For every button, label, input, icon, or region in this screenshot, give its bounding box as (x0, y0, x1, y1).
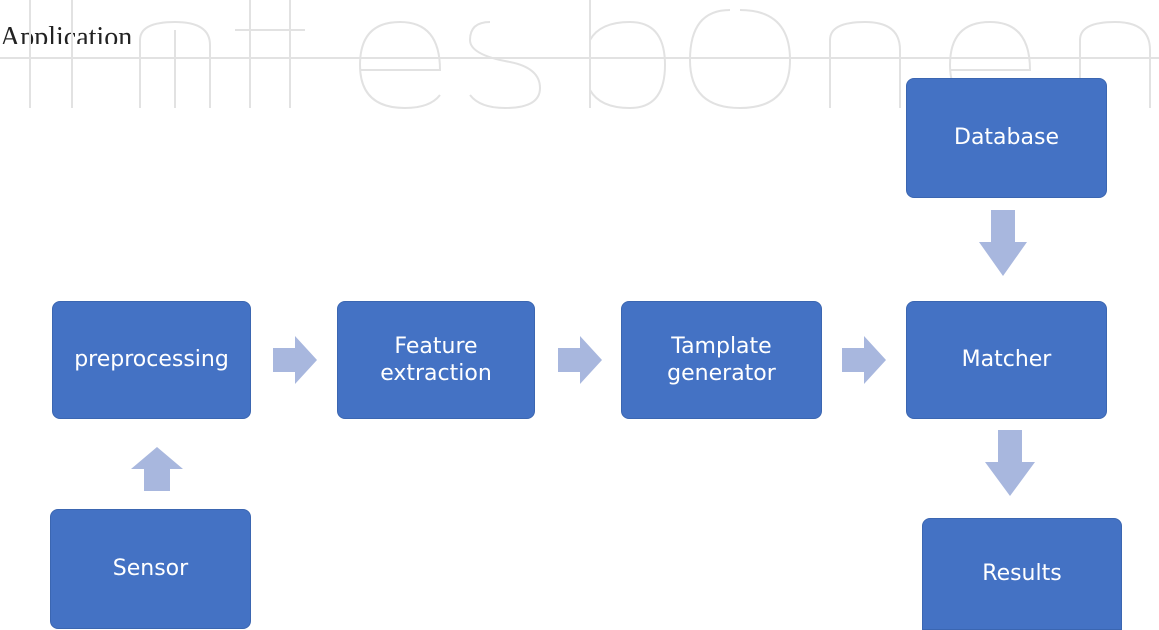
arrow-down-icon (979, 210, 1027, 276)
arrow-up-icon (131, 447, 183, 491)
arrow-down-icon (985, 430, 1035, 496)
results-label: Results (982, 561, 1062, 587)
feature-extraction-block: Feature extraction (337, 301, 535, 419)
arrow-right-icon (558, 336, 602, 384)
database-block: Database (906, 78, 1107, 198)
header-text-label: Application (0, 22, 133, 44)
template-generator-block: Tamplate generator (621, 301, 822, 419)
matcher-block: Matcher (906, 301, 1107, 419)
results-block: Results (922, 518, 1122, 630)
sensor-label: Sensor (112, 556, 189, 582)
feature-extraction-label: Feature extraction (380, 333, 492, 387)
header-text: Application (0, 0, 220, 44)
sensor-block: Sensor (50, 509, 251, 629)
preprocessing-block: preprocessing (52, 301, 251, 419)
arrow-right-icon (842, 336, 886, 384)
arrow-right-icon (273, 336, 317, 384)
preprocessing-label: preprocessing (74, 347, 229, 373)
database-label: Database (954, 125, 1059, 151)
matcher-label: Matcher (961, 347, 1052, 373)
template-generator-label: Tamplate generator (667, 333, 776, 387)
